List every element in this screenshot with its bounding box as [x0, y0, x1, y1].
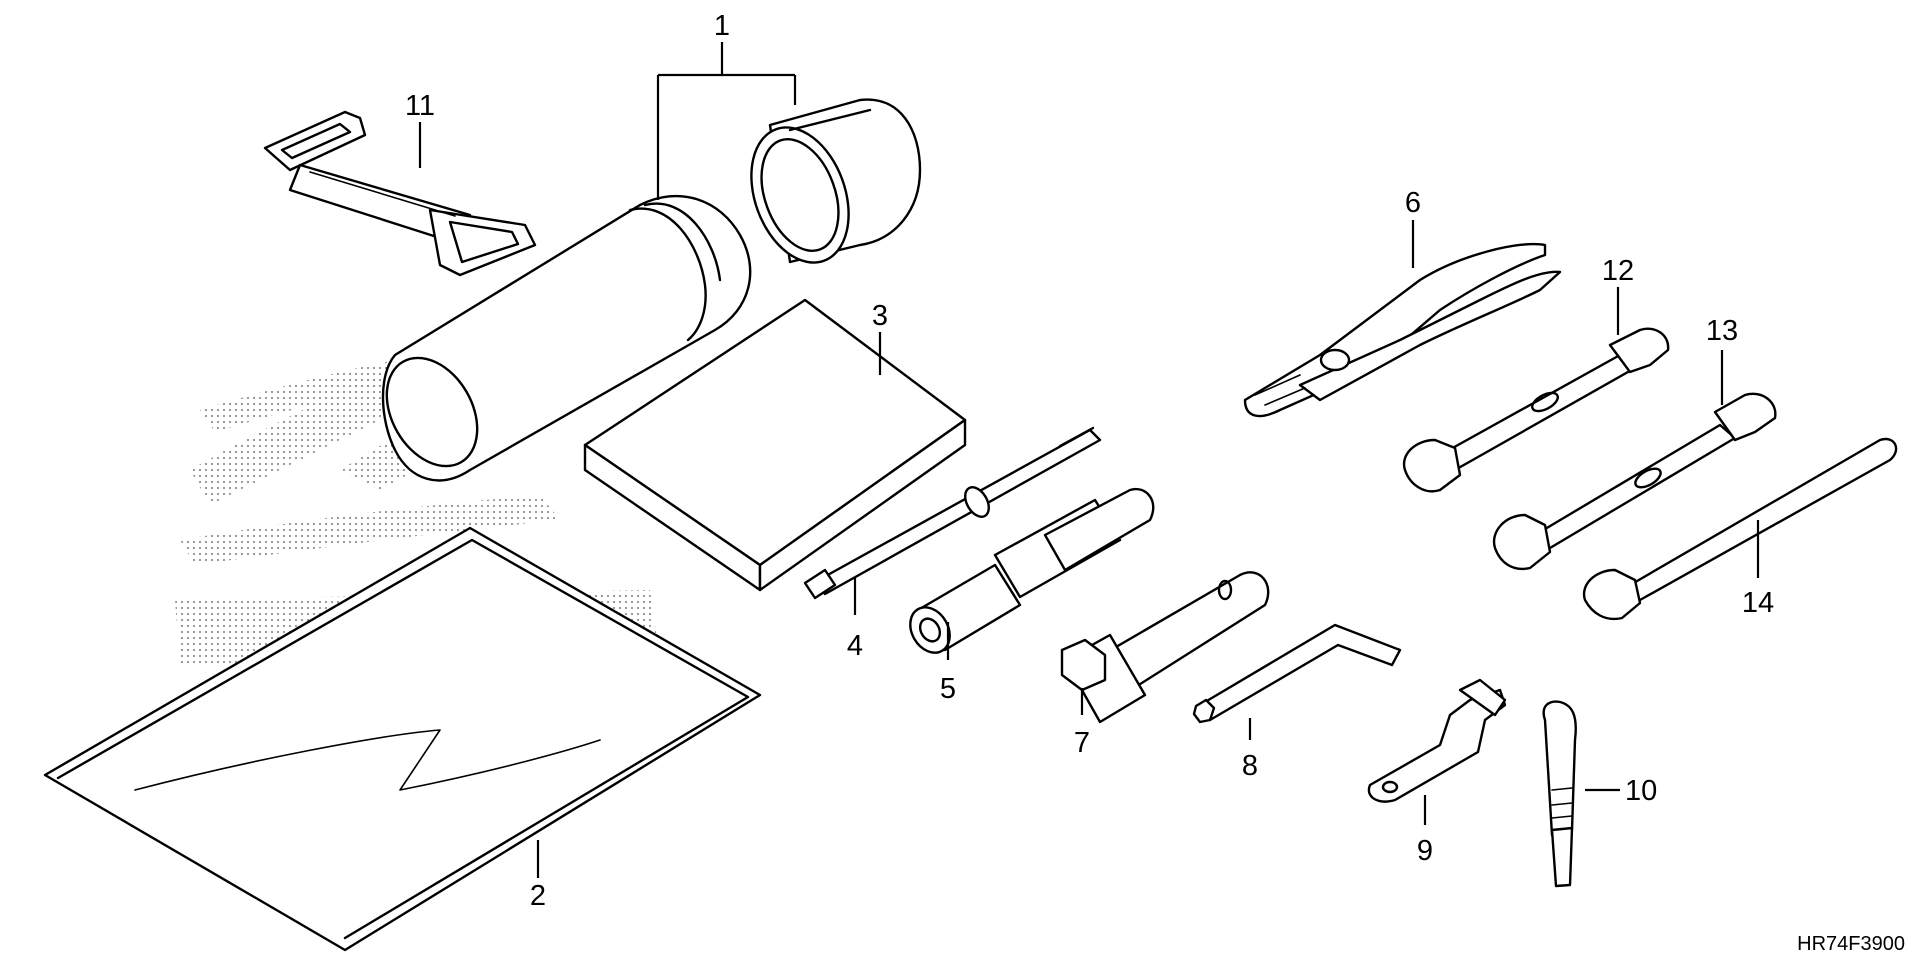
callout-6: 6 — [1405, 187, 1421, 219]
wrench-14-part — [1582, 437, 1898, 621]
spark-plug-wrench-part — [1060, 571, 1270, 724]
grip-handle-part — [1542, 700, 1577, 888]
callout-12: 12 — [1602, 255, 1634, 287]
wrench-13-part — [1492, 392, 1777, 571]
callout-10: 10 — [1625, 775, 1657, 807]
callout-8: 8 — [1242, 750, 1258, 782]
callout-2: 2 — [530, 880, 546, 912]
wrench-12-part — [1402, 327, 1670, 493]
drawing-code: HR74F3900 — [1797, 933, 1905, 955]
tool-tube-cap-part — [750, 98, 922, 264]
pin-spanner-part — [1367, 678, 1507, 803]
callout-1: 1 — [714, 10, 730, 42]
screwdriver-part — [803, 426, 1102, 600]
callout-7: 7 — [1074, 727, 1090, 759]
leader-lines — [418, 42, 1760, 878]
socket-wrench-part — [909, 487, 1155, 654]
rubber-strap-part — [263, 110, 537, 277]
callout-11: 11 — [405, 90, 435, 122]
callout-4: 4 — [847, 630, 863, 662]
hex-key-part — [1192, 623, 1402, 724]
pliers-part — [1243, 242, 1562, 418]
tool-bag-part — [43, 526, 762, 952]
callout-9: 9 — [1417, 835, 1433, 867]
tool-tube-part — [381, 194, 752, 482]
callout-5: 5 — [940, 673, 956, 705]
callout-3: 3 — [872, 300, 888, 332]
callout-13: 13 — [1706, 315, 1738, 347]
callout-14: 14 — [1742, 587, 1774, 619]
manual-book-part — [583, 298, 967, 592]
callout-labels: 1 2 3 4 5 6 7 8 9 10 11 12 13 14 — [405, 10, 1774, 912]
